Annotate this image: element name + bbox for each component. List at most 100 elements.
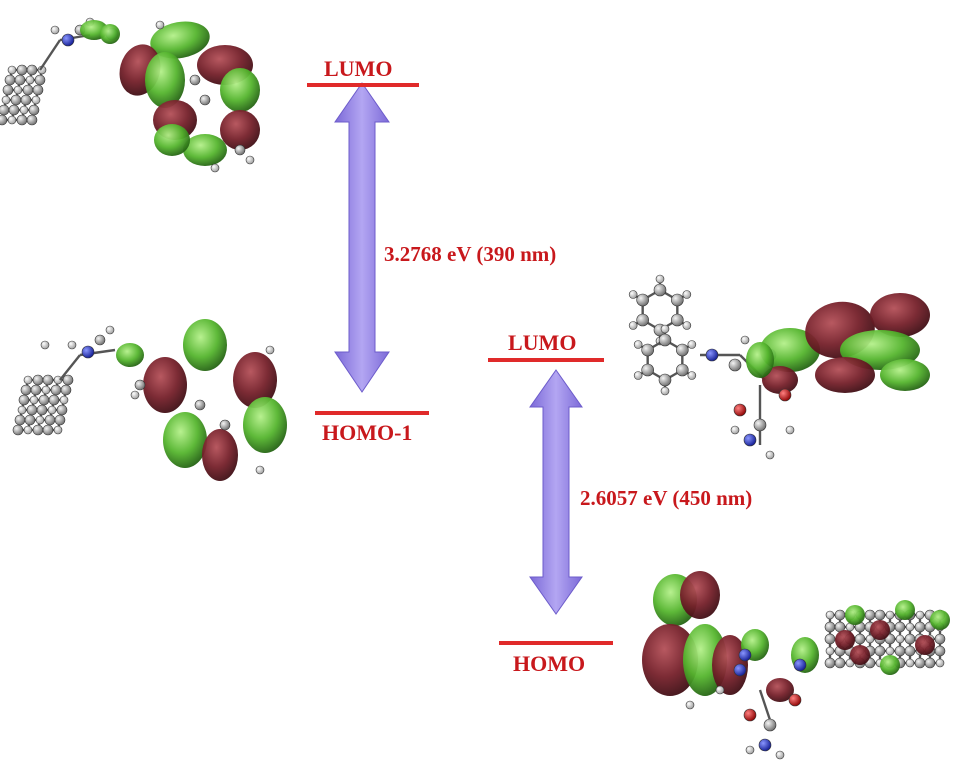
atom-hydrogen bbox=[935, 658, 945, 668]
atom-carbon bbox=[914, 621, 926, 633]
atom-carbon bbox=[653, 283, 667, 297]
atom-hydrogen bbox=[740, 335, 750, 345]
atom-carbon bbox=[763, 718, 777, 732]
atom-carbon bbox=[824, 633, 836, 645]
atom-hydrogen bbox=[155, 20, 165, 30]
atom-carbon bbox=[641, 343, 654, 357]
atom-hydrogen bbox=[825, 646, 835, 656]
atom-hydrogen bbox=[865, 634, 875, 644]
atom-carbon bbox=[8, 104, 20, 116]
atom-carbon bbox=[824, 621, 836, 633]
atom-hydrogen bbox=[41, 385, 51, 395]
atom-carbon bbox=[234, 144, 246, 156]
atom-hydrogen bbox=[905, 622, 915, 632]
orbital-lobe-negative bbox=[870, 293, 930, 337]
atom-nitrogen bbox=[733, 663, 747, 677]
atom-hydrogen bbox=[655, 274, 665, 284]
transition-arrow-2 bbox=[529, 369, 583, 615]
orbital-lobe-negative bbox=[870, 620, 890, 640]
atom-carbon bbox=[728, 358, 742, 372]
atom-hydrogen bbox=[53, 425, 63, 435]
atom-carbon bbox=[26, 404, 38, 416]
atom-hydrogen bbox=[59, 395, 69, 405]
atom-carbon bbox=[924, 657, 936, 669]
energy-gap-label-1: 3.2768 eV (390 nm) bbox=[384, 242, 557, 266]
atom-hydrogen bbox=[628, 290, 638, 299]
atom-carbon bbox=[4, 74, 16, 86]
bond bbox=[758, 689, 772, 721]
transition-arrow-1 bbox=[334, 82, 390, 393]
homo-label: HOMO bbox=[513, 651, 586, 676]
homo-1-level-line bbox=[315, 411, 429, 415]
orbital-lobe-positive bbox=[163, 412, 207, 468]
orbital-lobe-negative bbox=[202, 429, 238, 481]
orbital-lobe-positive bbox=[150, 21, 210, 59]
atom-hydrogen bbox=[47, 405, 57, 415]
orbital-lobe-negative bbox=[915, 635, 935, 655]
orbital-lobe-negative bbox=[835, 630, 855, 650]
atom-hydrogen bbox=[745, 745, 755, 755]
atom-carbon bbox=[658, 373, 672, 387]
atom-nitrogen bbox=[758, 738, 772, 752]
atom-carbon bbox=[32, 374, 44, 386]
orbital-lobe-positive bbox=[183, 319, 227, 371]
orbital-lobe-positive bbox=[895, 600, 915, 620]
atom-hydrogen bbox=[19, 105, 29, 115]
atom-hydrogen bbox=[715, 685, 725, 695]
atom-carbon bbox=[914, 657, 926, 669]
atom-carbon bbox=[50, 384, 62, 396]
atom-hydrogen bbox=[687, 371, 697, 380]
atom-carbon bbox=[26, 64, 38, 76]
atom-carbon bbox=[934, 633, 946, 645]
atom-carbon bbox=[42, 374, 54, 386]
orbital-lobe-positive bbox=[183, 134, 227, 166]
atom-nitrogen bbox=[793, 658, 807, 672]
atom-carbon bbox=[20, 94, 32, 106]
atom-carbon bbox=[44, 414, 56, 426]
orbital-lobe-negative bbox=[220, 110, 260, 150]
orbital-lobe-positive bbox=[100, 24, 120, 44]
atom-carbon bbox=[824, 657, 836, 669]
atom-carbon bbox=[42, 424, 54, 436]
atom-hydrogen bbox=[660, 386, 670, 396]
orbital-lobe-negative bbox=[850, 645, 870, 665]
atom-hydrogen bbox=[40, 340, 50, 350]
atom-hydrogen bbox=[1, 95, 11, 105]
atom-hydrogen bbox=[905, 658, 915, 668]
atom-carbon bbox=[26, 114, 38, 126]
lumo-label-2: LUMO bbox=[508, 330, 577, 355]
atom-carbon bbox=[0, 104, 10, 116]
atom-hydrogen bbox=[53, 375, 63, 385]
atom-hydrogen bbox=[50, 25, 60, 35]
atom-carbon bbox=[38, 394, 50, 406]
atom-hydrogen bbox=[17, 405, 27, 415]
atom-carbon bbox=[934, 645, 946, 657]
atom-carbon bbox=[134, 379, 146, 391]
atom-carbon bbox=[56, 404, 68, 416]
atom-carbon bbox=[12, 424, 24, 436]
energy-gap-label-2: 2.6057 eV (450 nm) bbox=[580, 486, 753, 510]
atom-hydrogen bbox=[23, 425, 33, 435]
orbital-lobe-positive bbox=[154, 124, 190, 156]
atom-hydrogen bbox=[682, 321, 692, 330]
atom-carbon bbox=[864, 609, 876, 621]
orbital-lobe-negative bbox=[680, 571, 720, 619]
atom-hydrogen bbox=[825, 610, 835, 620]
atom-hydrogen bbox=[682, 290, 692, 299]
atom-hydrogen bbox=[685, 700, 695, 710]
atom-oxygen bbox=[778, 388, 792, 402]
orbital-lobe-positive bbox=[243, 397, 287, 453]
atom-hydrogen bbox=[915, 610, 925, 620]
atom-carbon bbox=[28, 104, 40, 116]
atom-carbon bbox=[641, 363, 654, 377]
atom-hydrogen bbox=[785, 425, 795, 435]
lumo-label-1: LUMO bbox=[324, 56, 393, 81]
atom-hydrogen bbox=[633, 371, 643, 380]
atom-carbon bbox=[834, 609, 846, 621]
atom-carbon bbox=[20, 384, 32, 396]
orbital-lobe-positive bbox=[930, 610, 950, 630]
atom-carbon bbox=[904, 645, 916, 657]
atom-nitrogen bbox=[81, 345, 95, 359]
atom-carbon bbox=[0, 114, 8, 126]
